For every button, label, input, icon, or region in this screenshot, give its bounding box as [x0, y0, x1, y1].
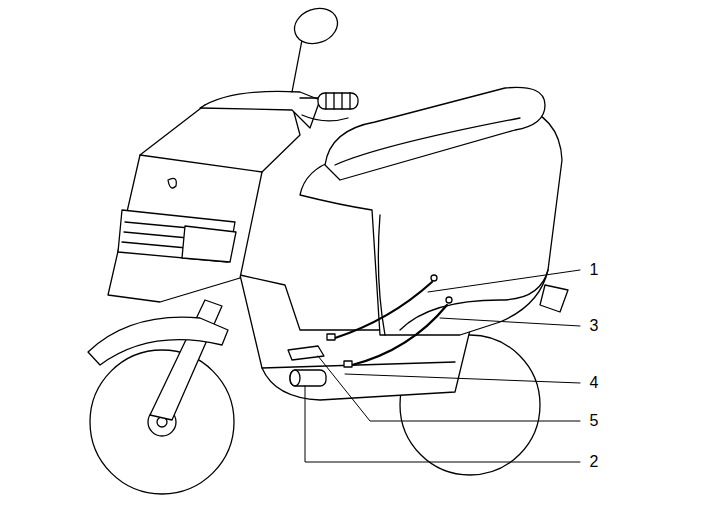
callout-number: 3 — [588, 317, 601, 335]
front-wheel — [90, 350, 234, 494]
wheel-arch — [400, 270, 548, 330]
mirror — [290, 3, 343, 50]
callout-holder: 2 — [582, 451, 606, 473]
seat-seam — [335, 118, 520, 165]
headset — [200, 91, 320, 128]
part-plate — [288, 346, 324, 360]
callout-holder: 5 — [582, 410, 606, 432]
callout-number: 1 — [588, 261, 601, 279]
brake-lever — [302, 115, 348, 121]
leader-line — [305, 386, 580, 462]
cable — [352, 305, 447, 365]
cable-end — [327, 334, 335, 340]
callout-holder: 4 — [582, 372, 606, 394]
leader-line — [440, 318, 580, 326]
grille — [118, 210, 235, 262]
taillight — [540, 285, 568, 312]
callout-holder: 3 — [582, 315, 606, 337]
callout-number: 5 — [588, 412, 601, 430]
front-shield — [108, 105, 300, 302]
leader-line — [345, 374, 580, 383]
callout-number: 4 — [588, 374, 601, 392]
cable-end — [446, 297, 452, 303]
part-switch-end — [290, 370, 300, 386]
headlight — [182, 226, 236, 262]
badge — [168, 178, 176, 188]
grip — [318, 93, 358, 109]
cable-end — [431, 275, 437, 281]
leader-line — [428, 270, 580, 292]
callout-holder: 1 — [582, 259, 606, 281]
part-switch — [290, 370, 326, 386]
leader-line — [318, 356, 580, 421]
shield-edge — [140, 155, 262, 172]
cable-end — [344, 361, 352, 367]
mirror-stem — [292, 40, 302, 92]
leader-lines — [305, 270, 580, 462]
grip-ribs — [326, 93, 350, 109]
callout-number: 2 — [588, 453, 601, 471]
front-fender — [88, 317, 228, 365]
cable — [335, 282, 432, 338]
